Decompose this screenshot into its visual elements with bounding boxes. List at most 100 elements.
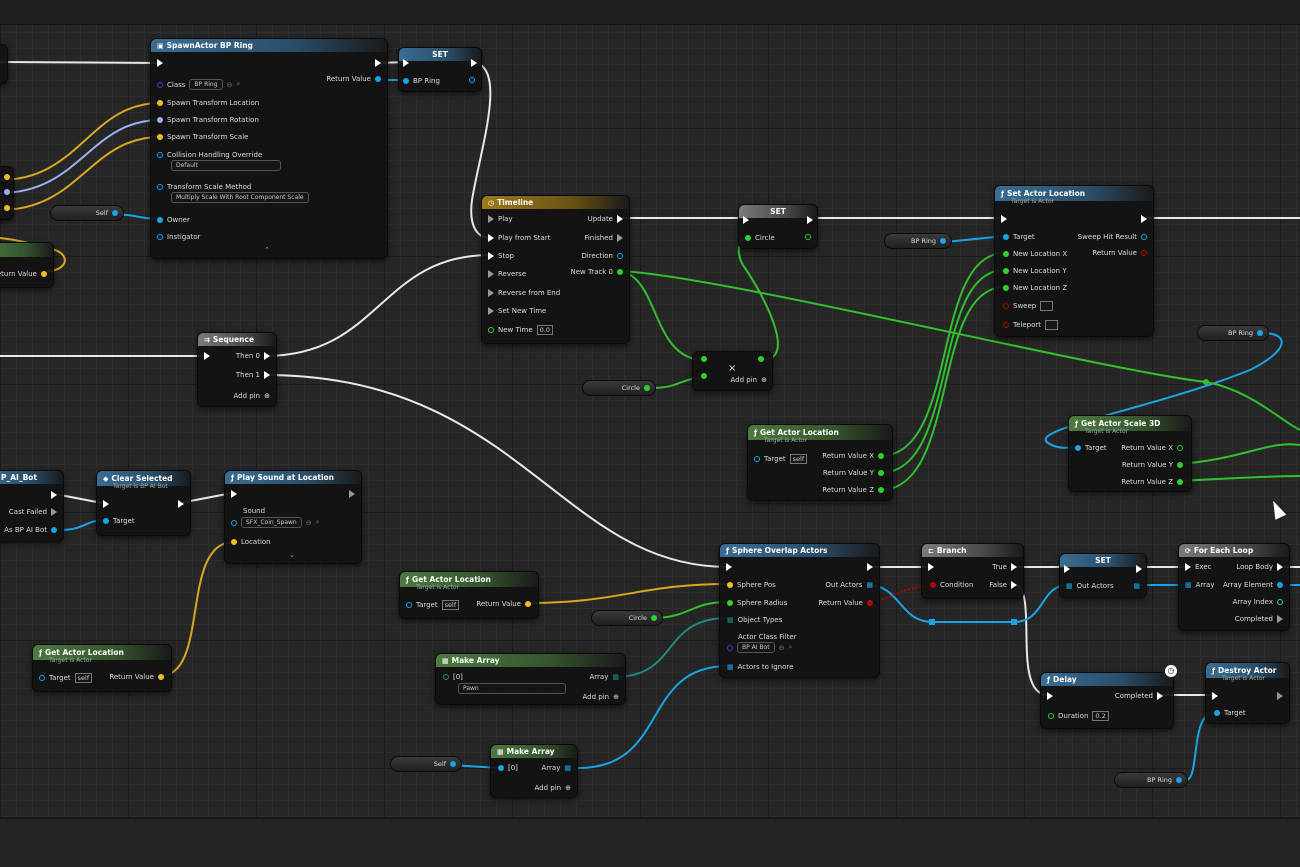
self-variable[interactable]: Self [50,205,124,221]
expand-arrow-icon[interactable]: ⌄ [289,551,295,559]
exec-out-pin[interactable] [51,491,57,499]
object-out-pin[interactable] [375,76,381,82]
float-pin[interactable] [701,373,707,379]
float-out-pin[interactable] [878,487,884,493]
exec-out-pin[interactable] [1136,565,1142,573]
object-pin[interactable] [406,602,412,608]
make-array-node[interactable]: ▦Make Array [0] Array▦ Add pin⊕ [490,744,578,798]
set-circle-node[interactable]: SET Circle [738,204,818,249]
exec-out-pin[interactable] [51,508,57,516]
exec-out-pin[interactable] [471,59,477,67]
exec-in-pin[interactable] [204,352,210,360]
reset-icon[interactable]: ⊖ [778,643,785,652]
exec-out-pin[interactable] [617,234,623,242]
exec-in-pin[interactable] [488,234,494,242]
circle-variable[interactable]: Circle [591,610,663,626]
bp-ring-variable[interactable]: BP Ring [1114,772,1188,788]
enum-pin[interactable] [157,184,163,190]
object-out-pin[interactable] [1176,777,1182,783]
float-pin[interactable] [1003,268,1009,274]
object-out-pin[interactable] [51,527,57,533]
exec-in-pin[interactable] [157,59,163,67]
float-out-pin[interactable] [878,453,884,459]
add-pin-button[interactable]: Add pin⊕ [583,693,619,701]
partial-node-left-return[interactable]: Return Value [0,242,54,288]
exec-in-pin[interactable] [488,289,494,297]
bool-out-pin[interactable] [867,600,873,606]
exec-out-pin[interactable] [1011,563,1017,571]
class-pin[interactable] [157,81,163,88]
sweep-checkbox[interactable] [1040,301,1054,311]
exec-out-pin[interactable] [349,490,355,498]
vector-pin[interactable] [727,582,733,588]
collision-dropdown[interactable]: Default [171,160,281,171]
array-out-icon[interactable]: ▦ [612,673,619,681]
exec-out-pin[interactable] [867,563,873,571]
exec-in-pin[interactable] [726,563,732,571]
exec-in-pin[interactable] [488,215,494,223]
array-out-icon[interactable]: ▦ [564,764,571,772]
class-filter-dropdown[interactable]: BP AI Bot [737,642,775,653]
exec-out-pin[interactable] [617,215,623,223]
target-input[interactable]: self [789,454,808,464]
reset-icon[interactable]: ⊖ [226,80,233,89]
exec-in-pin[interactable] [488,270,494,278]
vector-out-pin[interactable] [158,674,164,680]
search-icon[interactable]: ⌕ [236,80,241,88]
array-pin-icon[interactable]: ▦ [1185,581,1192,589]
struct-out-pin[interactable] [1141,234,1147,240]
exec-in-pin[interactable] [1212,692,1218,700]
exec-in-pin[interactable] [488,307,494,315]
teleport-checkbox[interactable] [1045,320,1058,330]
enum-pin[interactable] [443,674,449,680]
exec-out-pin[interactable] [1277,563,1283,571]
target-input[interactable]: self [74,673,93,683]
rotator-pin[interactable] [4,189,10,195]
exec-out-pin[interactable] [375,59,381,67]
object-out-pin[interactable] [940,238,946,244]
object-out-pin[interactable] [450,761,456,767]
object-pin[interactable] [231,519,237,526]
exec-in-pin[interactable] [1047,692,1053,700]
array-pin-icon[interactable]: ▦ [727,616,734,624]
float-pin[interactable] [745,235,751,241]
object-pin[interactable] [1075,445,1081,451]
branch-node[interactable]: ⊏Branch Condition True False [921,543,1024,599]
enum-out-pin[interactable] [617,253,623,259]
for-each-loop-node[interactable]: ⟳For Each Loop Exec ▦Array Loop Body Arr… [1178,543,1290,631]
float-out-pin[interactable] [1177,479,1183,485]
object-pin[interactable] [39,675,45,681]
float-pin[interactable] [488,327,494,333]
vector-pin[interactable] [231,539,237,545]
bool-pin[interactable] [1003,322,1009,328]
make-array-node[interactable]: ▦Make Array [0] Pawn Array▦ Add pin⊕ [435,653,626,705]
exec-in-pin[interactable] [231,490,237,498]
object-pin[interactable] [103,518,109,524]
object-pin[interactable] [498,765,504,771]
timeline-node[interactable]: ◷Timeline Play Play from Start Stop Reve… [481,195,630,344]
exec-out-pin[interactable] [1011,581,1017,589]
rotator-pin[interactable] [157,117,163,123]
array-pin-icon[interactable]: ▦ [727,663,734,671]
exec-out-pin[interactable] [1157,692,1163,700]
exec-in-pin[interactable] [1064,565,1070,573]
bp-ring-variable[interactable]: BP Ring [884,233,952,249]
new-time-input[interactable]: 0.0 [536,325,553,335]
object-out-pin[interactable] [1257,330,1263,336]
vector-pin[interactable] [41,271,47,277]
exec-out-pin[interactable] [1277,615,1283,623]
exec-out-pin[interactable] [178,500,184,508]
class-dropdown[interactable]: BP Ring [189,79,223,90]
exec-in-pin[interactable] [928,563,934,571]
float-out-pin[interactable] [805,234,811,240]
object-pin[interactable] [403,78,409,84]
